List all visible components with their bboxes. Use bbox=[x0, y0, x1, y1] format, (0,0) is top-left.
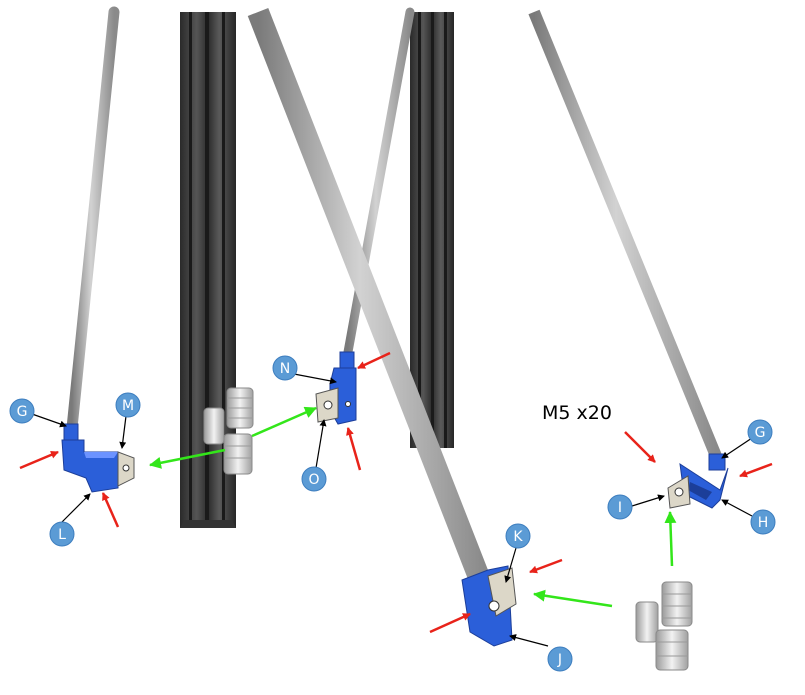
svg-text:I: I bbox=[618, 500, 622, 516]
svg-text:L: L bbox=[58, 527, 66, 543]
red-arrow bbox=[101, 492, 120, 528]
callout-j: J bbox=[547, 646, 573, 672]
red-arrow bbox=[429, 612, 471, 634]
red-arrow bbox=[346, 427, 362, 471]
svg-text:O: O bbox=[308, 472, 319, 488]
callout-m: M bbox=[115, 392, 141, 418]
bracket-left bbox=[61, 423, 135, 493]
callout-g-right: G bbox=[747, 419, 773, 445]
callout-i: I bbox=[607, 494, 633, 520]
leader-lines bbox=[31, 373, 753, 647]
red-arrow bbox=[624, 431, 656, 463]
rod-diagonal bbox=[247, 7, 495, 595]
callout-l: L bbox=[49, 521, 75, 547]
screw-cluster-center bbox=[203, 387, 254, 475]
svg-text:J: J bbox=[557, 652, 562, 668]
red-arrow bbox=[739, 462, 773, 478]
svg-text:M: M bbox=[122, 398, 134, 414]
svg-text:N: N bbox=[280, 361, 290, 377]
callout-o: O bbox=[301, 466, 327, 492]
red-arrows bbox=[19, 351, 773, 634]
green-arrow bbox=[664, 511, 677, 567]
svg-text:K: K bbox=[513, 529, 523, 545]
green-arrow bbox=[533, 589, 613, 608]
callout-n: N bbox=[272, 355, 298, 381]
svg-text:G: G bbox=[755, 425, 766, 441]
rod-left bbox=[66, 6, 120, 434]
rod-right bbox=[528, 9, 722, 459]
bracket-right bbox=[667, 453, 729, 509]
bracket-center bbox=[315, 351, 357, 425]
screw-size-annotation: M5 x20 bbox=[542, 402, 612, 424]
red-arrow bbox=[529, 558, 563, 574]
bracket-bottom bbox=[461, 565, 517, 647]
callout-k: K bbox=[505, 523, 531, 549]
rods bbox=[66, 6, 722, 595]
callouts: G M L N O K J G bbox=[9, 355, 776, 672]
green-arrow bbox=[251, 406, 317, 438]
green-arrows bbox=[149, 406, 677, 608]
red-arrow bbox=[19, 450, 59, 470]
red-arrow bbox=[357, 351, 391, 370]
svg-text:H: H bbox=[758, 515, 769, 531]
extrusion-middle bbox=[410, 12, 454, 448]
screw-cluster-right bbox=[635, 581, 693, 671]
callout-h: H bbox=[750, 509, 776, 535]
svg-text:G: G bbox=[17, 404, 28, 420]
callout-g-left: G bbox=[9, 398, 35, 424]
green-arrow bbox=[149, 448, 226, 469]
